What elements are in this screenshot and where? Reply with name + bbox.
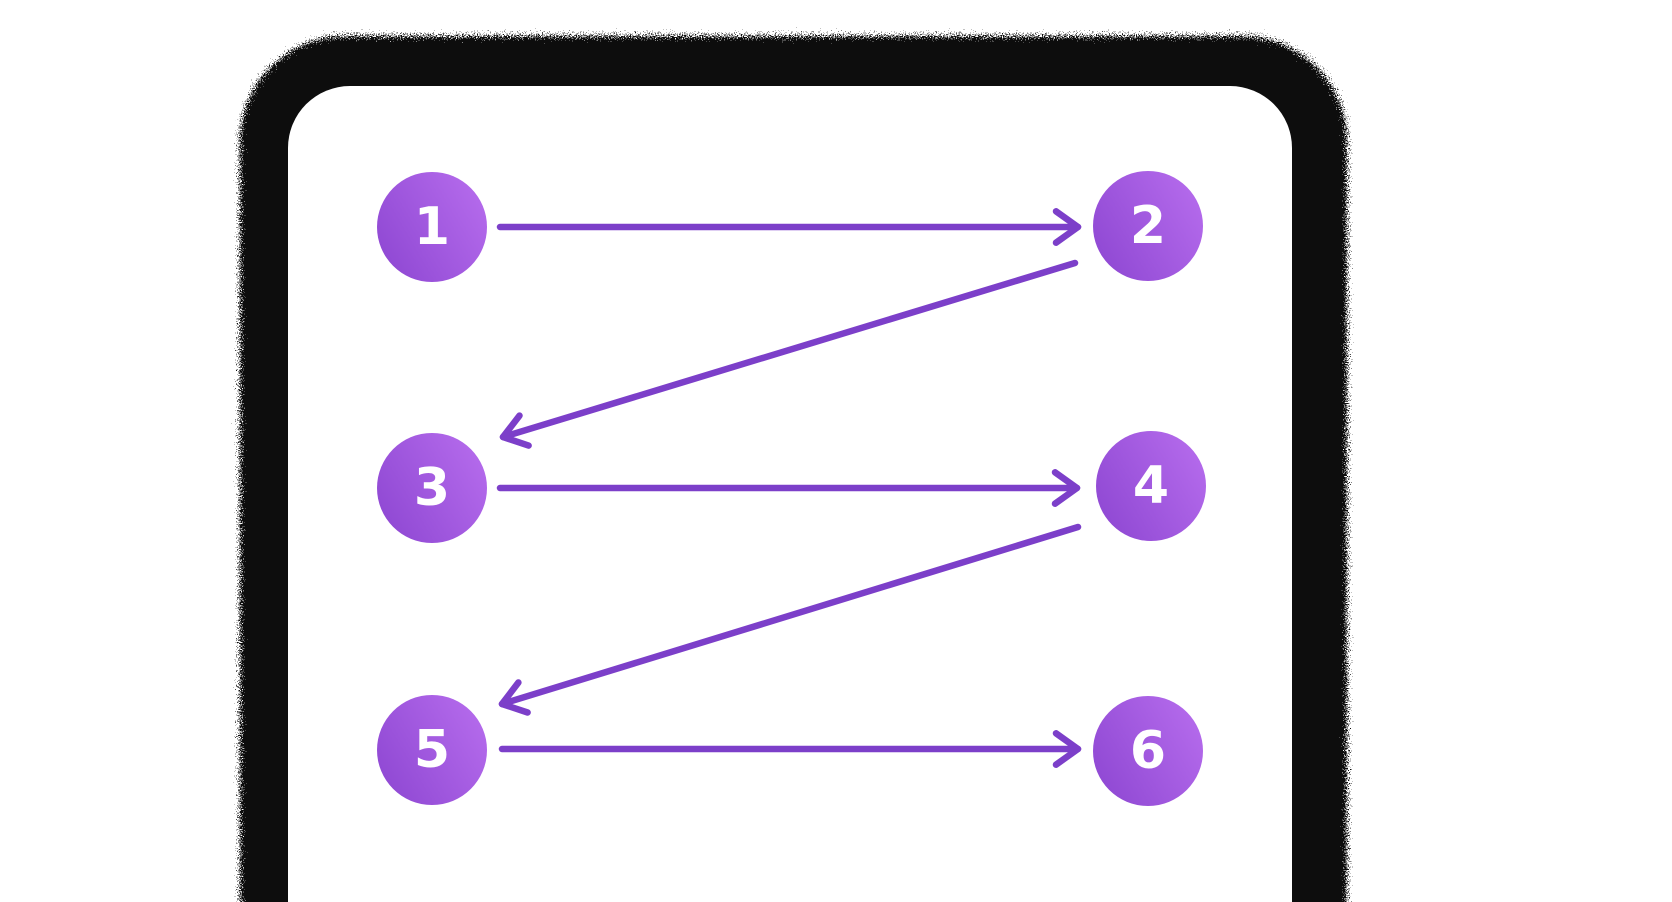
node-3: 3 <box>377 433 487 543</box>
node-2: 2 <box>1093 171 1203 281</box>
node-label: 1 <box>413 197 451 257</box>
node-label: 2 <box>1129 196 1167 256</box>
node-4: 4 <box>1096 431 1206 541</box>
node-5: 5 <box>377 695 487 805</box>
node-label: 6 <box>1129 721 1167 781</box>
node-6: 6 <box>1093 696 1203 806</box>
node-label: 5 <box>413 720 451 780</box>
node-1: 1 <box>377 172 487 282</box>
node-label: 3 <box>413 458 451 518</box>
node-label: 4 <box>1132 456 1170 516</box>
